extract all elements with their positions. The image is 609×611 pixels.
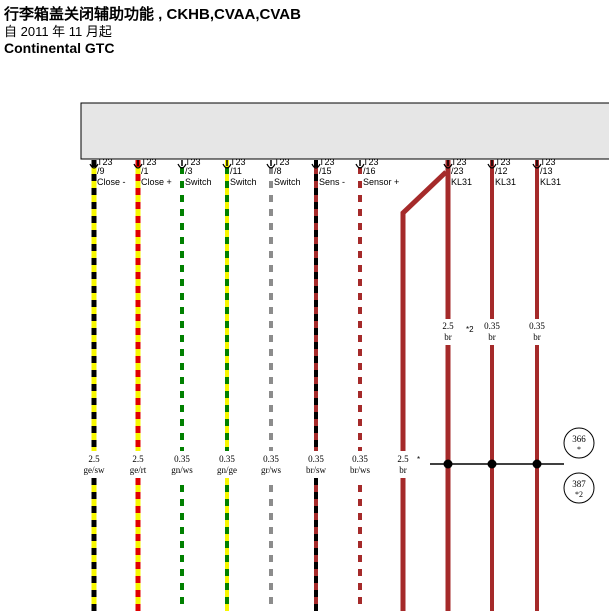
- pin-contact-icon: [443, 163, 453, 169]
- pin-connector-label: T23: [540, 157, 556, 167]
- pin-number-label: /8: [274, 166, 282, 176]
- pin-function-label: KL31: [540, 177, 561, 187]
- pin-contact-icon: [487, 163, 497, 169]
- pin-connector-label: T23: [230, 157, 246, 167]
- control-unit-box[interactable]: [80, 102, 609, 160]
- wire-color-label: gn/ws: [171, 465, 193, 475]
- reference-note: *2: [575, 490, 583, 499]
- pin-number-label: /16: [363, 166, 376, 176]
- diagram-header: 行李箱盖关闭辅助功能 , CKHB,CVAA,CVAB 自 2011 年 11 …: [4, 6, 301, 57]
- wire-color-label: ge/sw: [84, 465, 105, 475]
- wire-color-label: br: [488, 332, 496, 342]
- wire-color-label: br: [533, 332, 541, 342]
- pin-contact-icon: [266, 163, 276, 169]
- pin-connector-label: T23: [363, 157, 379, 167]
- pin-function-label: Sens -: [319, 177, 345, 187]
- wire-size-label: 2.5: [442, 321, 454, 331]
- pin-function-label: Sensor +: [363, 177, 399, 187]
- reference-marker[interactable]: 387*2: [563, 472, 595, 504]
- pin-number-label: /11: [230, 166, 242, 176]
- pin-number-label: /3: [185, 166, 193, 176]
- reference-note: *: [577, 445, 581, 454]
- pin-function-label: Switch: [274, 177, 301, 187]
- reference-number: 366: [572, 434, 586, 444]
- pin-connector-label: T23: [97, 157, 113, 167]
- wire-size-label: 0.35: [484, 321, 500, 331]
- reference-circle[interactable]: [563, 427, 595, 459]
- pin-number-label: /1: [141, 166, 149, 176]
- reference-number: 387: [572, 479, 586, 489]
- pin-number-label: /9: [97, 166, 105, 176]
- reference-marker[interactable]: 366*: [563, 427, 595, 459]
- pin-function-label: Switch: [185, 177, 212, 187]
- pin-contact-icon: [222, 163, 232, 169]
- wire-size-label: 0.35: [308, 454, 324, 464]
- wire-size-label: 2.5: [397, 454, 409, 464]
- wire-size-label: 2.5: [88, 454, 100, 464]
- branch-wire: [400, 170, 448, 451]
- wire-color-label: ge/rt: [130, 465, 147, 475]
- pin-contact-icon: [177, 163, 187, 169]
- wire-color-label: br: [399, 465, 407, 475]
- wire-labels-layer: 2.5ge/sw2.5ge/rt0.35gn/ws0.35gn/ge0.35gr…: [84, 321, 546, 475]
- pin-connector-label: T23: [495, 157, 511, 167]
- wire-color-label: gr/ws: [261, 465, 281, 475]
- vehicle-model: Continental GTC: [4, 40, 115, 56]
- wires-layer: [91, 160, 560, 611]
- wire-color-label: br: [444, 332, 452, 342]
- pin-connector-label: T23: [451, 157, 467, 167]
- pin-connector-label: T23: [185, 157, 201, 167]
- page-subtitle: 自 2011 年 11 月起: [4, 24, 112, 39]
- wire-size-label: 2.5: [132, 454, 144, 464]
- pin-number-label: /12: [495, 166, 508, 176]
- wire-color-label: br/ws: [350, 465, 370, 475]
- pin-number-label: /15: [319, 166, 332, 176]
- pin-connector-label: T23: [141, 157, 157, 167]
- pin-contact-icon: [355, 163, 365, 169]
- pin-function-label: Close -: [97, 177, 126, 187]
- wire-note-label: *2: [466, 325, 474, 334]
- pin-number-label: /23: [451, 166, 464, 176]
- pin-number-label: /13: [540, 166, 553, 176]
- pin-function-label: Switch: [230, 177, 257, 187]
- pin-contact-icon: [89, 163, 99, 169]
- pin-contact-icon: [133, 163, 143, 169]
- pin-contact-icon: [532, 163, 542, 169]
- reference-circle[interactable]: [563, 472, 595, 504]
- pin-function-label: KL31: [451, 177, 472, 187]
- references-layer: 366* 387*2: [560, 427, 595, 504]
- wire-size-label: 0.35: [219, 454, 235, 464]
- pin-connector-label: T23: [274, 157, 290, 167]
- pin-contact-icon: [311, 163, 321, 169]
- wire-size-label: 0.35: [529, 321, 545, 331]
- pin-function-label: KL31: [495, 177, 516, 187]
- wire-size-label: 0.35: [174, 454, 190, 464]
- page-title: 行李箱盖关闭辅助功能 , CKHB,CVAA,CVAB: [4, 6, 301, 23]
- pin-connector-label: T23: [319, 157, 335, 167]
- wire-size-label: 0.35: [352, 454, 368, 464]
- wire-color-label: gn/ge: [217, 465, 237, 475]
- wire-size-label: 0.35: [263, 454, 279, 464]
- wire-note-label: *: [417, 455, 420, 464]
- pin-function-label: Close +: [141, 177, 172, 187]
- wire-color-label: br/sw: [306, 465, 327, 475]
